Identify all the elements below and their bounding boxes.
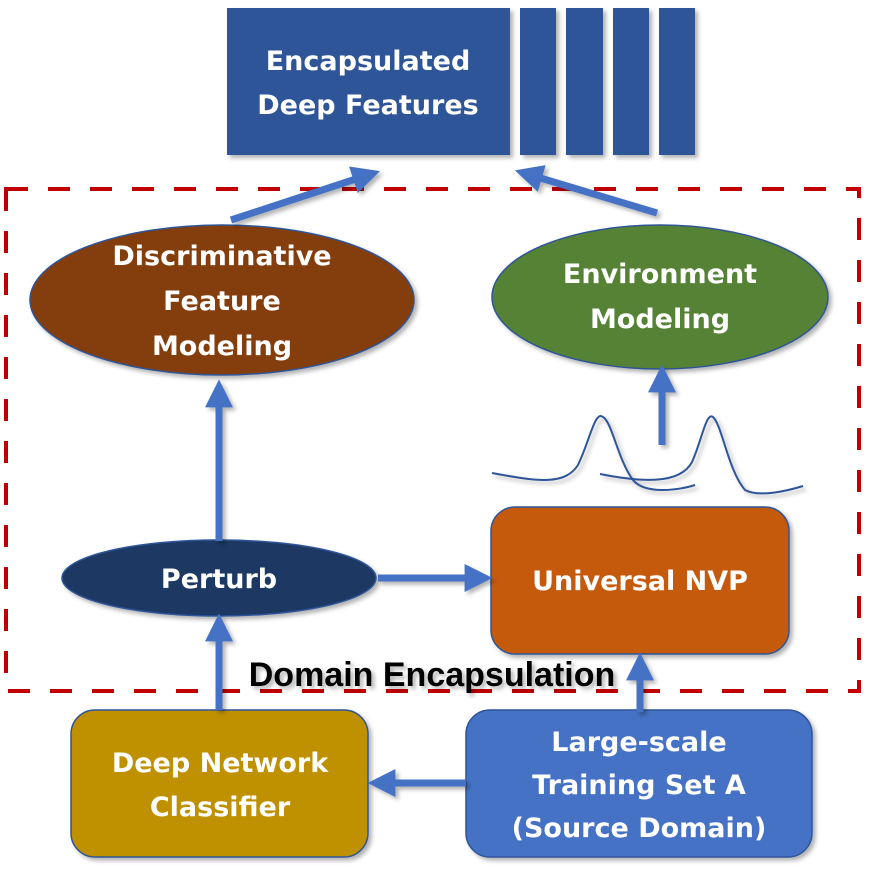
encapsulated-features-box: [227, 8, 695, 155]
top-box-line2: Deep Features: [257, 90, 478, 121]
disc-line2: Feature: [163, 286, 281, 317]
feature-bar: [520, 8, 556, 155]
training-line3: (Source Domain): [512, 813, 767, 844]
classifier-line1: Deep Network: [112, 748, 329, 779]
classifier-line2: Classifier: [150, 792, 291, 823]
deep-network-classifier-box: [70, 709, 369, 858]
env-line2: Modeling: [590, 304, 730, 335]
arrow-env-to-features: [514, 165, 659, 217]
arrow-disc-to-features: [229, 166, 380, 224]
domain-encapsulation-region: [4, 187, 861, 693]
feature-bar: [659, 8, 695, 155]
nvp-label: Universal NVP: [532, 566, 748, 597]
environment-modeling-ellipse: [491, 224, 829, 370]
env-line1: Environment: [563, 259, 757, 290]
training-line1: Large-scale: [551, 727, 726, 758]
discriminative-feature-ellipse: [29, 224, 415, 376]
top-box-line1: Encapsulated: [266, 46, 471, 77]
distribution-curves-icon: [491, 414, 804, 495]
training-line2: Training Set A: [532, 770, 746, 801]
feature-bar: [566, 8, 603, 155]
disc-line1: Discriminative: [112, 241, 331, 272]
disc-line3: Modeling: [152, 331, 292, 362]
feature-bar: [613, 8, 649, 155]
domain-encapsulation-label: Domain Encapsulation: [249, 656, 616, 694]
perturb-label: Perturb: [161, 564, 277, 595]
